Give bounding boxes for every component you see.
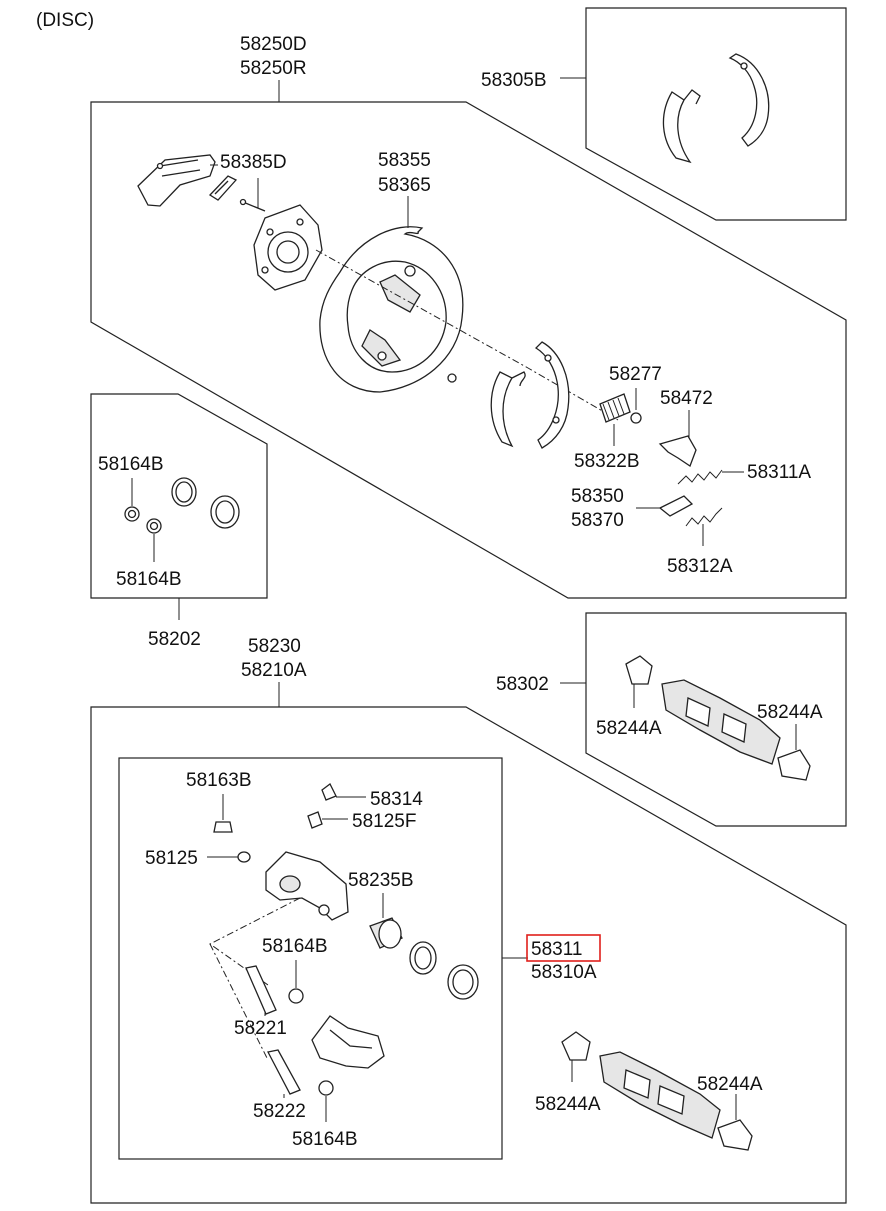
variant-label: (DISC) xyxy=(36,10,94,31)
label-58164B-bottom[interactable]: 58164B xyxy=(116,569,182,590)
washer-part xyxy=(630,412,642,424)
label-58202[interactable]: 58202 xyxy=(148,629,201,650)
label-58230[interactable]: 58230 xyxy=(248,636,301,657)
shoe-kit-frame xyxy=(585,7,847,221)
label-58314[interactable]: 58314 xyxy=(370,789,423,810)
label-58221[interactable]: 58221 xyxy=(234,1018,287,1039)
label-58310A[interactable]: 58310A xyxy=(531,962,597,983)
adjuster-plate-part xyxy=(253,204,323,291)
label-58164B-caliper-2[interactable]: 58164B xyxy=(292,1129,358,1150)
bleeder-screw-part xyxy=(307,811,323,829)
parking-shoe-part xyxy=(490,341,570,449)
label-58163B[interactable]: 58163B xyxy=(186,770,252,791)
label-58322B[interactable]: 58322B xyxy=(574,451,640,472)
label-58305B[interactable]: 58305B xyxy=(481,70,547,91)
pin-boot-part-2 xyxy=(318,1080,334,1096)
label-58472[interactable]: 58472 xyxy=(660,388,713,409)
pad-kit-box: 58302 58244A 58244A xyxy=(496,612,847,827)
bleeder-cap-part xyxy=(321,783,337,801)
guide-pin-axis-line-2 xyxy=(209,943,269,1061)
label-58210A[interactable]: 58210A xyxy=(241,660,307,681)
assembly-axis-line xyxy=(315,249,619,421)
label-58125[interactable]: 58125 xyxy=(145,848,198,869)
label-58277[interactable]: 58277 xyxy=(609,364,662,385)
bolt-part xyxy=(447,373,457,383)
label-58222[interactable]: 58222 xyxy=(253,1101,306,1122)
return-spring-part xyxy=(677,469,723,485)
label-58244A-4[interactable]: 58244A xyxy=(697,1074,763,1095)
label-58164B-caliper-1[interactable]: 58164B xyxy=(262,936,328,957)
label-58311A[interactable]: 58311A xyxy=(747,462,811,483)
pin-boot-part xyxy=(288,988,304,1004)
label-58244A-2[interactable]: 58244A xyxy=(757,702,823,723)
shoe-spring-part xyxy=(685,507,723,527)
label-58370[interactable]: 58370 xyxy=(571,510,624,531)
caliper-assembly: 58230 58210A 58163B 58314 58125F 58125 5… xyxy=(90,636,847,1204)
label-58312A[interactable]: 58312A xyxy=(667,556,733,577)
backing-plate-frame xyxy=(90,101,847,599)
label-58244A-3[interactable]: 58244A xyxy=(535,1094,601,1115)
label-58235B[interactable]: 58235B xyxy=(348,870,414,891)
shoe-kit-box: 58305B xyxy=(481,7,847,221)
label-58244A-1[interactable]: 58244A xyxy=(596,718,662,739)
caliper-assembly-frame xyxy=(90,706,847,1204)
caliper-housing-part xyxy=(265,851,349,921)
adjuster-spring-part xyxy=(599,393,631,446)
guide-pin-part-2 xyxy=(267,1049,301,1095)
guide-pin-part xyxy=(245,965,277,1015)
label-58250D[interactable]: 58250D xyxy=(240,34,307,55)
label-58302[interactable]: 58302 xyxy=(496,674,549,695)
label-58164B-top[interactable]: 58164B xyxy=(98,454,164,475)
brake-bracket-part xyxy=(137,154,266,212)
label-58365[interactable]: 58365 xyxy=(378,175,431,196)
adjuster-part xyxy=(658,495,694,517)
label-58350[interactable]: 58350 xyxy=(571,486,624,507)
label-58125F[interactable]: 58125F xyxy=(352,811,416,832)
label-58250R[interactable]: 58250R xyxy=(240,58,307,79)
lever-part xyxy=(658,435,697,467)
washer-part xyxy=(237,851,251,863)
backing-plate-part xyxy=(319,196,464,393)
label-58385D[interactable]: 58385D xyxy=(220,152,287,173)
label-58355[interactable]: 58355 xyxy=(378,150,431,171)
label-58311[interactable]: 58311 xyxy=(531,939,582,960)
pad-kit-frame xyxy=(585,612,847,827)
backing-plate-assembly: 58250D 58250R 58385D xyxy=(90,34,847,599)
seal-kit-box: 58164B 58164B 58202 xyxy=(90,393,268,650)
brake-pad-set-lower: 58244A 58244A xyxy=(535,1031,763,1151)
highlight-box-58311 xyxy=(526,934,601,962)
bleeder-bolt-part xyxy=(213,821,233,833)
seal-kit-frame xyxy=(90,393,268,599)
